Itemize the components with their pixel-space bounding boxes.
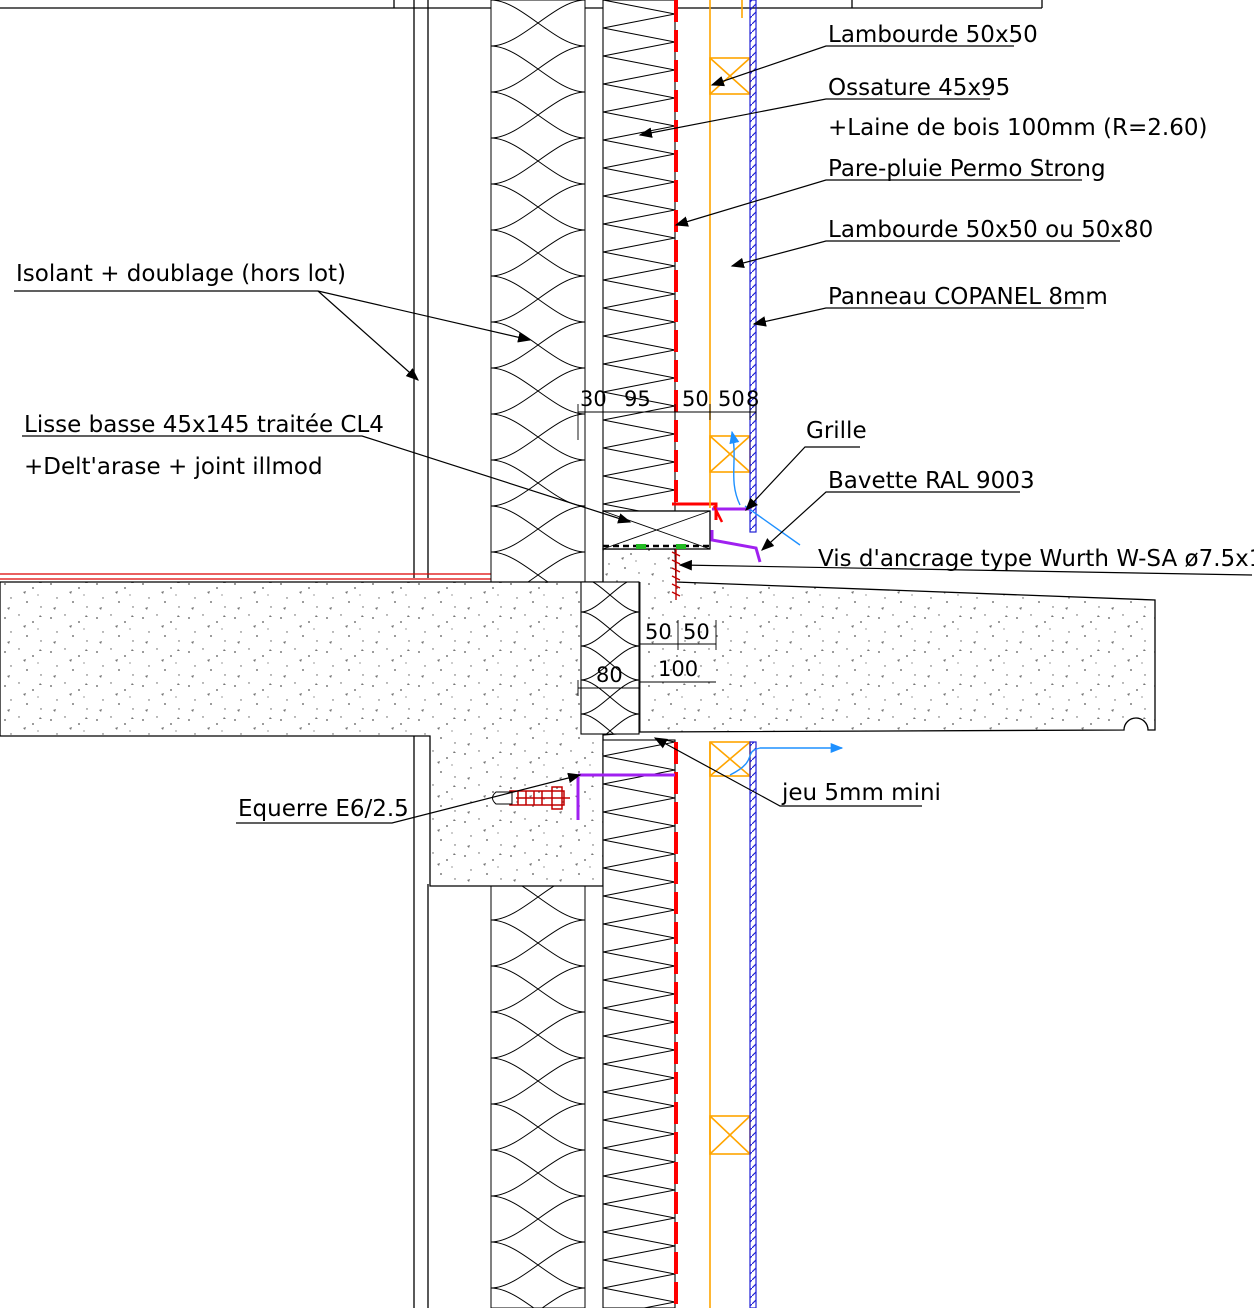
timber-frame-lower [602,739,676,1308]
label-pare-pluie: Pare-pluie Permo Strong [828,156,1106,182]
label-delt-arase: +Delt'arase + joint illmod [24,454,323,480]
dim-100: 100 [658,657,698,681]
concrete-slab [0,548,1156,887]
label-panneau-copanel: Panneau COPANEL 8mm [828,284,1108,310]
dim-50-left: 50 [645,620,672,644]
dim-8: 8 [746,387,759,411]
anchor-screw [671,549,681,600]
dim-80: 80 [596,663,623,687]
label-isolant-doublage: Isolant + doublage (hors lot) [16,261,346,287]
timber-frame-upper [602,0,676,512]
label-laine-de-bois: +Laine de bois 100mm (R=2.60) [828,115,1207,141]
interior-lining [0,0,500,1308]
label-lisse-basse: Lisse basse 45x145 traitée CL4 [24,412,384,438]
dim-30: 30 [580,387,607,411]
cladding-panel-lower [749,741,757,1308]
label-ossature: Ossature 45x95 [828,75,1010,101]
interior-insulation-upper [490,0,586,583]
dimension-lines [577,404,757,696]
dim-50-batten: 50 [718,387,745,411]
label-jeu: jeu 5mm mini [781,780,941,806]
dim-50-right: 50 [683,620,710,644]
dim-95: 95 [624,387,651,411]
label-equerre: Equerre E6/2.5 [238,796,409,822]
interior-insulation-lower [490,883,586,1308]
ventilation-airflow [729,430,844,776]
slab-edge-insulation [580,581,640,735]
leader-lines [14,45,1253,824]
label-bavette: Bavette RAL 9003 [828,468,1035,494]
cladding-panel-upper [749,0,757,533]
label-grille: Grille [806,418,867,444]
label-lambourde-50x50: Lambourde 50x50 [828,22,1038,48]
dim-50-lath: 50 [682,387,709,411]
label-lambourde-50x80: Lambourde 50x50 ou 50x80 [828,217,1153,243]
sole-plate [602,510,712,550]
label-vis-ancrage: Vis d'ancrage type Wurth W-SA ø7.5x100 [818,546,1254,572]
